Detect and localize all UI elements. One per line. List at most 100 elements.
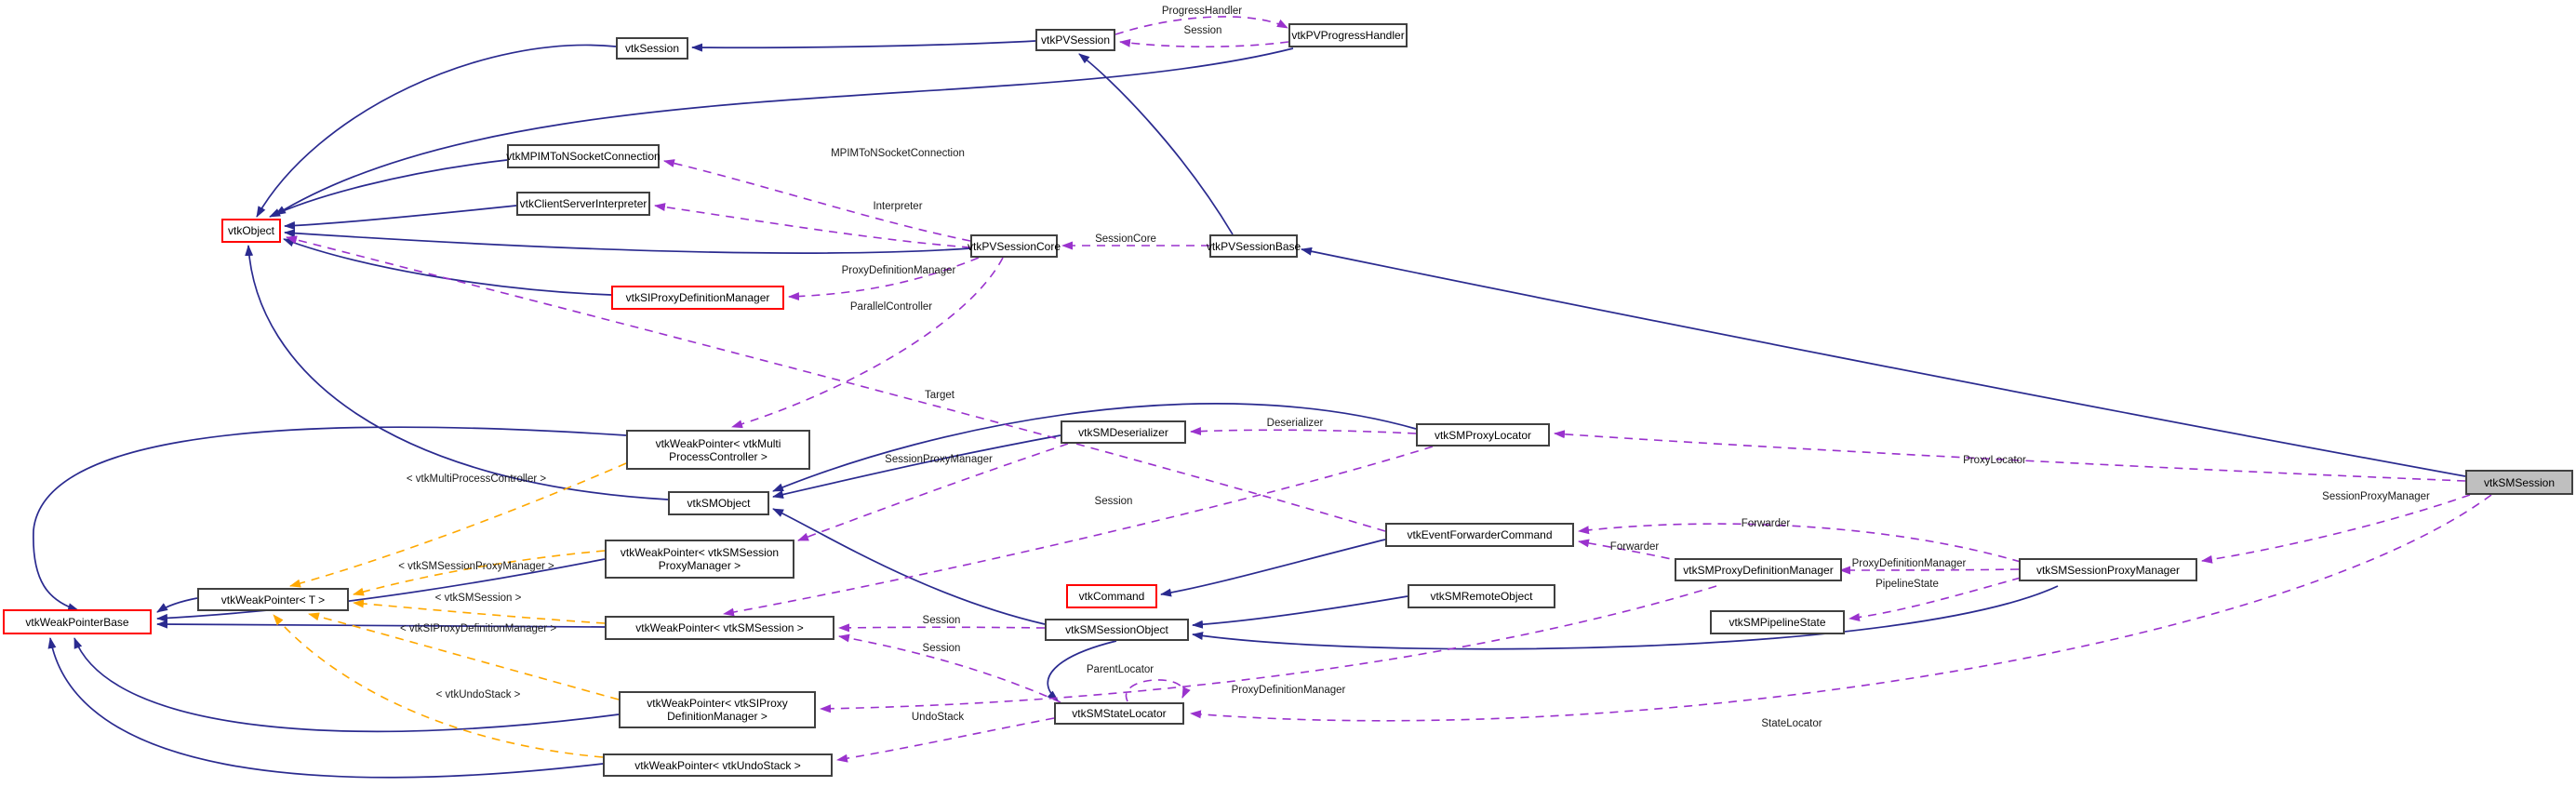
- edge-label-parentlocator: ParentLocator: [1086, 664, 1155, 675]
- edge-label-tpl-multiprocesscontroller: < vtkMultiProcessController >: [406, 473, 547, 485]
- tpl-edge-undostack: [273, 614, 604, 758]
- node-vtkClientServerInterpreter[interactable]: vtkClientServerInterpreter: [516, 192, 650, 216]
- edge-vtkSession-to-vtkObject: [256, 44, 617, 218]
- edge-label-session-lower: Session: [922, 643, 961, 654]
- use-edge-proxydefinitionmanager-core: [788, 257, 980, 301]
- use-edge-deserializer: [1190, 427, 1417, 436]
- edge-weakpointer-smsession-to-vtkWeakPointerBase: [156, 620, 606, 629]
- edge-vtkClientServerInterpreter-to-vtkObject: [284, 205, 517, 231]
- edge-vtkPVSession-to-vtkSession: [691, 40, 1036, 52]
- edge-label-sessioncore: SessionCore: [1095, 233, 1156, 245]
- edge-label-tpl-siproxydefinitionmanager: < vtkSIProxyDefinitionManager >: [399, 623, 557, 634]
- node-vtkPVSessionCore[interactable]: vtkPVSessionCore: [968, 234, 1061, 258]
- edge-label-proxylocator: ProxyLocator: [1963, 455, 2026, 466]
- edge-vtkSMSessionProxyManager-to-vtkSMSessionObject: [1192, 585, 2059, 650]
- edge-vtkSMSession-to-vtkPVSessionBase: [1301, 247, 2466, 477]
- use-edge-proxylocator: [1554, 430, 2466, 482]
- use-edge-parentlocator-selfloop: [1125, 679, 1191, 702]
- use-edge-session-pv: [1119, 38, 1289, 48]
- edge-label-forwarder-upper: Forwarder: [1741, 518, 1791, 529]
- edge-vtkPVSessionBase-to-vtkPVSession: [1078, 53, 1234, 235]
- node-vtkSMSessionProxyManager[interactable]: vtkSMSessionProxyManager: [2019, 558, 2197, 581]
- edge-label-target: Target: [925, 390, 954, 401]
- node-vtkSMDeserializer[interactable]: vtkSMDeserializer: [1061, 420, 1186, 444]
- node-vtkWeakPointer-vtkUndoStack[interactable]: vtkWeakPointer< vtkUndoStack >: [603, 753, 833, 777]
- edge-label-sessionproxymanager-right: SessionProxyManager: [2322, 491, 2430, 502]
- node-vtkSMProxyLocator[interactable]: vtkSMProxyLocator: [1416, 423, 1550, 447]
- node-vtkPVSessionBase[interactable]: vtkPVSessionBase: [1207, 234, 1301, 258]
- use-edge-proxydefinitionmanager-weak: [820, 585, 1717, 713]
- template-edges: [273, 462, 627, 758]
- edge-label-deserializer: Deserializer: [1266, 418, 1324, 429]
- edge-label-interpreter: Interpreter: [873, 201, 923, 212]
- edge-label-session-pv: Session: [1183, 25, 1222, 36]
- edge-label-proxydefinitionmanager-core: ProxyDefinitionManager: [841, 265, 956, 276]
- use-edge-session-proxylocator: [723, 446, 1434, 617]
- edge-label-progresshandler: ProgressHandler: [1161, 6, 1243, 17]
- node-vtkWeakPointer-T[interactable]: vtkWeakPointer< T >: [197, 588, 349, 611]
- usage-edges: [286, 16, 2492, 763]
- use-edge-session-statelocator: [838, 633, 1061, 703]
- edge-vtkSMSessionObject-to-vtkSMStateLocator: [1047, 640, 1117, 701]
- node-vtkPVSession[interactable]: vtkPVSession: [1035, 29, 1115, 51]
- edge-vtkEventForwarderCommand-to-vtkCommand: [1160, 539, 1386, 597]
- tpl-edge-mpc: [289, 462, 627, 588]
- use-edge-sessionproxymanager-smsession: [2201, 494, 2471, 564]
- node-vtkSMStateLocator[interactable]: vtkSMStateLocator: [1054, 702, 1184, 725]
- edge-label-session-upper: Session: [922, 615, 961, 626]
- node-vtkWeakPointer-vtkSMSession[interactable]: vtkWeakPointer< vtkSMSession >: [605, 616, 834, 640]
- tpl-edge-smspm: [353, 550, 606, 596]
- node-vtkWeakPointerBase[interactable]: vtkWeakPointerBase: [3, 609, 152, 634]
- edge-vtkSIProxyDefinitionManager-to-vtkObject: [283, 238, 612, 296]
- node-vtkPVProgressHandler[interactable]: vtkPVProgressHandler: [1288, 23, 1408, 47]
- edge-label-proxydefinitionmanager-bottom: ProxyDefinitionManager: [1231, 685, 1346, 696]
- use-edge-sessionproxymanager-deser: [797, 443, 1069, 541]
- use-edge-interpreter: [654, 203, 971, 248]
- use-edge-forwarder-pdm: [1578, 539, 1685, 563]
- edge-vtkSMDeserializer-to-vtkSMObject: [772, 434, 1061, 499]
- node-vtkSession[interactable]: vtkSession: [616, 37, 688, 60]
- node-vtkEventForwarderCommand[interactable]: vtkEventForwarderCommand: [1385, 523, 1574, 547]
- node-vtkObject[interactable]: vtkObject: [221, 219, 281, 243]
- node-vtkSMRemoteObject[interactable]: vtkSMRemoteObject: [1408, 584, 1555, 608]
- use-edge-mpimtonsocketconnection: [663, 159, 971, 242]
- use-edge-proxydefinitionmanager-spm: [1839, 566, 2020, 575]
- inheritance-edges: [33, 40, 2466, 779]
- edge-label-parallelcontroller: ParallelController: [849, 301, 933, 313]
- edge-label-session-proxylocator: Session: [1094, 496, 1133, 507]
- use-edge-undostack: [836, 717, 1055, 763]
- edge-label-pipelinestate: PipelineState: [1875, 579, 1939, 590]
- edge-vtkSMProxyLocator-to-vtkSMObject: [772, 403, 1417, 492]
- edge-label-tpl-smsession: < vtkSMSession >: [434, 593, 522, 604]
- edge-label-tpl-smsessionproxymanager: < vtkSMSessionProxyManager >: [398, 561, 554, 572]
- edge-label-tpl-undostack: < vtkUndoStack >: [435, 689, 521, 700]
- node-vtkSMSessionObject[interactable]: vtkSMSessionObject: [1045, 619, 1189, 641]
- use-edge-forwarder-spm: [1578, 523, 2022, 563]
- tpl-edge-sipdm: [308, 612, 620, 700]
- edge-label-undostack: UndoStack: [911, 712, 965, 723]
- node-vtkSMObject[interactable]: vtkSMObject: [668, 491, 769, 515]
- node-vtkSMPipelineState[interactable]: vtkSMPipelineState: [1710, 610, 1845, 634]
- edge-vtkSMRemoteObject-to-vtkSMSessionObject: [1192, 595, 1408, 629]
- node-vtkCommand[interactable]: vtkCommand: [1066, 584, 1157, 608]
- use-edge-statelocator: [1190, 494, 2492, 722]
- use-edge-parallelcontroller: [731, 257, 1004, 429]
- edge-vtkMPIMToNSocketConnection-to-vtkObject: [269, 159, 508, 218]
- node-vtkSMSession[interactable]: vtkSMSession: [2465, 470, 2573, 495]
- edge-label-proxydefinitionmanager-right: ProxyDefinitionManager: [1851, 558, 1967, 569]
- edge-vtkPVSessionCore-to-vtkObject: [284, 229, 971, 254]
- node-vtkSMProxyDefinitionManager[interactable]: vtkSMProxyDefinitionManager: [1675, 558, 1842, 581]
- node-vtkMPIMToNSocketConnection[interactable]: vtkMPIMToNSocketConnection: [506, 144, 661, 168]
- edge-label-mpimtonsocketconnection: MPIMToNSocketConnection: [831, 148, 965, 159]
- edge-weakpointer-sipdm-to-vtkWeakPointerBase: [73, 637, 620, 733]
- tpl-edge-smsession: [353, 599, 606, 624]
- use-edge-session-sessionobject: [838, 623, 1046, 633]
- edge-vtkSMObject-to-vtkObject: [245, 245, 669, 500]
- edge-label-sessionproxymanager-left: SessionProxyManager: [885, 454, 993, 465]
- node-vtkSIProxyDefinitionManager[interactable]: vtkSIProxyDefinitionManager: [611, 286, 784, 310]
